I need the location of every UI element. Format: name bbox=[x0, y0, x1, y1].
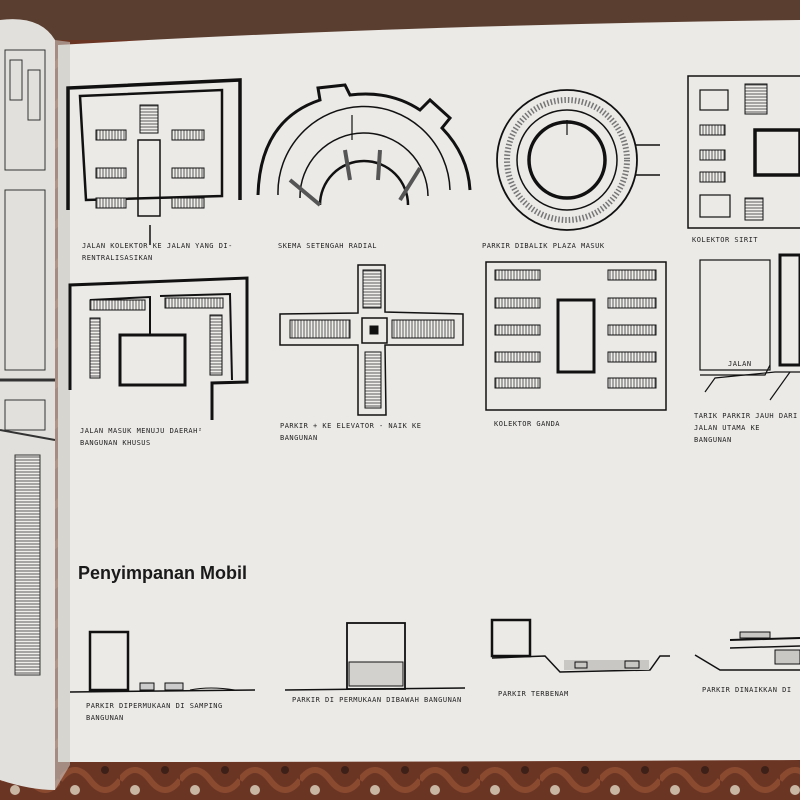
caption-collector-edge: Kolektor Sirit bbox=[692, 236, 759, 244]
section-surface-under bbox=[284, 622, 466, 691]
diagram-collector-edge bbox=[687, 75, 800, 229]
section-surface-beside bbox=[69, 630, 256, 693]
caption-double-collector: Kolektor ganda bbox=[494, 420, 561, 428]
diagram-double-collector bbox=[485, 261, 667, 411]
caption-surface-under: Parkir di permukaan dibawah bangunan bbox=[292, 696, 462, 704]
diagram-semi-radial bbox=[256, 83, 472, 207]
diagram-collector-road bbox=[66, 78, 242, 245]
page-gutter-shadow bbox=[55, 40, 70, 790]
caption-far-parking: Tarik parkir jauh dari jalan utama ke ba… bbox=[694, 412, 798, 444]
caption-collector-road: Jalan kolektor ke jalan yang di-rentrali… bbox=[82, 242, 233, 262]
diagram-plaza-ring bbox=[496, 89, 660, 231]
section-raised bbox=[694, 631, 800, 671]
main-page bbox=[58, 20, 800, 762]
section-heading: Penyimpanan Mobil bbox=[78, 563, 248, 583]
diagram-special-zones bbox=[68, 276, 249, 420]
left-page-drawings bbox=[0, 49, 56, 676]
diagram-cross-elevator bbox=[279, 264, 464, 416]
road-label: Jalan bbox=[728, 360, 752, 368]
caption-sunken: Parkir terbenam bbox=[498, 690, 569, 698]
left-page bbox=[0, 19, 55, 790]
caption-special-zones: Jalan masuk menuju daerah² bangunan khus… bbox=[80, 427, 203, 447]
caption-surface-beside: Parkir dipermukaan di samping bangunan bbox=[86, 702, 223, 722]
caption-plaza-ring: Parkir dibalik plaza masuk bbox=[482, 242, 605, 250]
section-sunken bbox=[490, 618, 670, 673]
caption-semi-radial: Skema setengah radial bbox=[278, 242, 378, 250]
caption-cross-elevator: Parkir + ke elevator - naik ke bangunan bbox=[280, 422, 422, 442]
diagram-far-parking bbox=[699, 253, 800, 401]
caption-raised: Parkir dinaikkan di bbox=[702, 686, 792, 694]
